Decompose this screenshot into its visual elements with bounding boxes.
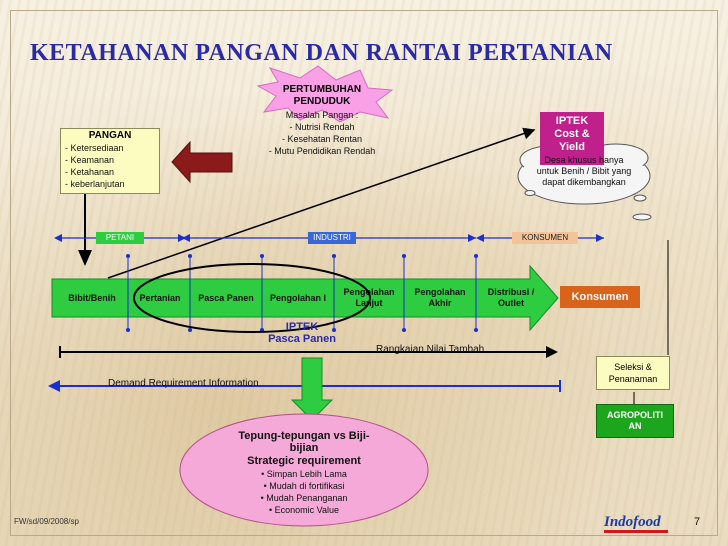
tepung-title-3: Strategic requirement — [247, 455, 361, 467]
tepung-block: Tepung-tepungan vs Biji- bijian Strategi… — [206, 430, 402, 516]
iptek-pasca-l2: Pasca Panen — [268, 333, 336, 345]
rangkaian-label: Rangkaian Nilai Tambah — [376, 344, 485, 355]
pertumbuhan-title-1: PERTUMBUHAN — [282, 84, 362, 95]
segment-petani: PETANI — [96, 232, 144, 244]
demand-label: Demand Requirement Information — [108, 378, 259, 389]
agropolitan-l2: AN — [628, 421, 642, 431]
masalah-line: - Kesehatan Rentan — [281, 134, 363, 144]
iptek-cost-l3: Yield — [559, 141, 585, 153]
segment-konsumen: KONSUMEN — [512, 232, 578, 244]
stage-pengolahan-lanjut: Pengolahan Lanjut — [343, 287, 395, 308]
indofood-logo: Indofood — [604, 514, 674, 536]
seleksi-l1: Seleksi & — [614, 362, 652, 372]
pertumbuhan-starburst — [256, 65, 394, 123]
tepung-item: • Mudah di fortifikasi — [263, 481, 345, 491]
stage-pengolahan-1: Pengolahan I — [269, 292, 326, 303]
stage-pengolahan-akhir: Pengolahan Akhir — [414, 287, 466, 308]
masalah-line: - Mutu Pendidikan Rendah — [268, 146, 376, 156]
agropolitan-box: AGROPOLITI AN — [596, 404, 674, 438]
tepung-item: • Mudah Penanganan — [260, 493, 348, 503]
iptek-cost-l2: Cost & — [554, 128, 590, 140]
page-title: KETAHANAN PANGAN DAN RANTAI PERTANIAN — [30, 40, 613, 66]
tepung-item: • Simpan Lebih Lama — [261, 469, 347, 479]
masalah-line: Masalah Pangan : — [285, 110, 359, 120]
iptek-cost-l1: IPTEK — [555, 115, 589, 127]
pangan-box: PANGAN - Ketersediaan - Keamanan - Ketah… — [60, 128, 160, 194]
pertumbuhan-title-2: PENDUDUK — [293, 96, 351, 107]
masalah-line: - Nutrisi Rendah — [289, 122, 355, 132]
logo-underline — [604, 530, 668, 533]
stage-distribusi: Distribusi / Outlet — [487, 287, 535, 308]
segment-industri: INDUSTRI — [308, 232, 356, 244]
seleksi-l2: Penanaman — [608, 374, 658, 384]
pertumbuhan-block: PERTUMBUHAN PENDUDUK — [270, 84, 374, 108]
footer-left: FW/sd/09/2008/sp — [14, 517, 79, 526]
green-down-arrow — [290, 357, 334, 421]
masalah-pangan-list: Masalah Pangan : - Nutrisi Rendah - Kese… — [252, 109, 392, 157]
stage-pertanian: Pertanian — [139, 292, 181, 303]
seleksi-box: Seleksi & Penanaman — [596, 356, 670, 390]
konsumen-box: Konsumen — [560, 286, 640, 308]
pangan-item: - Ketersediaan — [65, 143, 124, 153]
pangan-item: - keberlanjutan — [65, 179, 125, 189]
page-number: 7 — [694, 516, 701, 528]
iptek-pasca-panen: IPTEK Pasca Panen — [254, 321, 350, 345]
diagonal-arrow — [107, 127, 536, 279]
tepung-ellipse — [179, 413, 429, 527]
stage-pasca-panen: Pasca Panen — [198, 292, 254, 303]
stage-bibit: Bibit/Benih — [68, 292, 116, 303]
pasca-panen-ellipse — [133, 263, 371, 333]
down-arrow-head — [78, 250, 92, 266]
cloud-text: Desa khusus hanya untuk Benih / Bibit ya… — [536, 155, 632, 187]
value-chain-arrow — [51, 264, 559, 332]
pangan-item: - Ketahanan — [65, 167, 115, 177]
slide-frame — [10, 10, 718, 536]
agropolitan-l1: AGROPOLITI — [607, 410, 663, 420]
red-left-arrow — [171, 140, 233, 184]
tepung-title-1: Tepung-tepungan vs Biji- — [238, 430, 370, 442]
iptek-cost-box: IPTEK Cost & Yield — [540, 112, 604, 165]
pangan-title: PANGAN — [88, 130, 132, 141]
tepung-title-2: bijian — [289, 442, 319, 454]
pangan-item: - Keamanan — [65, 155, 115, 165]
iptek-pasca-l1: IPTEK — [285, 321, 319, 333]
tepung-item: • Economic Value — [268, 505, 340, 515]
logo-text: Indofood — [604, 514, 661, 530]
